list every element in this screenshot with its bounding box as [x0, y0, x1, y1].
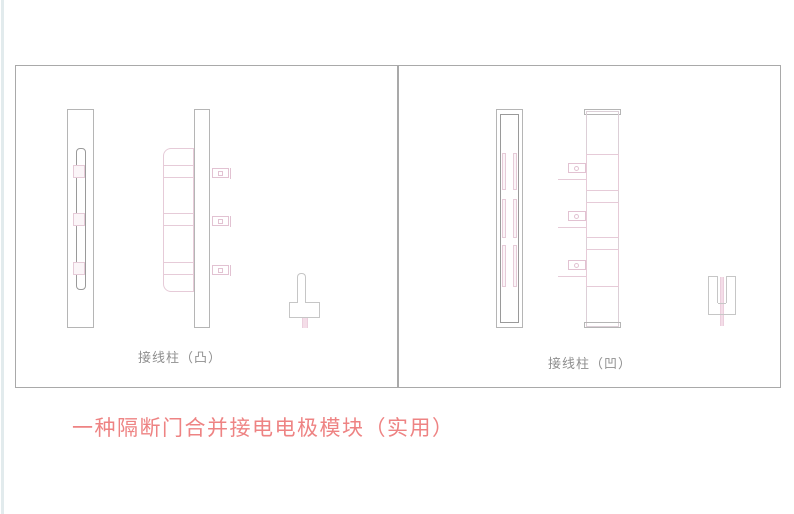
clip-shelf-line [558, 227, 586, 228]
clip-tick [230, 168, 231, 179]
contact-strip [502, 153, 506, 190]
socket-cell [586, 154, 619, 191]
clip-contact-square [218, 268, 223, 273]
socket-cell [586, 202, 619, 238]
clip-tick [230, 265, 231, 276]
contact-strip [513, 153, 517, 190]
left-edge-line [1, 0, 4, 514]
contact-square [73, 262, 85, 275]
plug-pin-base [289, 302, 320, 318]
plug-pin-stub [302, 317, 308, 328]
terminal-clip [568, 211, 586, 221]
contact-strip [513, 245, 517, 287]
clip-contact-square [218, 171, 223, 176]
terminal-clip [568, 260, 586, 270]
bracket-column [194, 109, 210, 328]
panel-divider [397, 66, 399, 387]
panel-caption-convex: 接线柱（凸） [137, 350, 222, 365]
terminal-clip [568, 163, 586, 173]
clip-tick [230, 216, 231, 227]
fork-base [708, 303, 736, 315]
terminal-clip [212, 168, 229, 178]
terminal-clip [212, 216, 229, 226]
plug-pin-stem [297, 273, 306, 303]
clip-contact-dot [574, 263, 579, 268]
contact-square [73, 165, 85, 178]
contact-band [163, 213, 194, 226]
clip-contact-square [218, 219, 223, 224]
panel-caption-concave: 接线柱（凹） [547, 356, 632, 371]
contact-strip [502, 199, 506, 238]
fork-notch-bottom [718, 303, 726, 304]
terminal-clip [212, 265, 229, 275]
contact-square [73, 213, 85, 226]
socket-outline [496, 109, 523, 328]
rod-outline [67, 109, 94, 328]
fork-left-prong [708, 276, 718, 303]
clip-shelf-line [558, 179, 586, 180]
drawing-title: 一种隔断门合并接电电极模块（实用） [72, 417, 455, 440]
contact-band [163, 165, 194, 178]
fork-socket-pin [720, 277, 724, 326]
clip-shelf-line [558, 276, 586, 277]
socket-bracket-top-cap [584, 109, 621, 115]
fork-right-prong [726, 276, 736, 303]
socket-core [500, 114, 519, 323]
clip-contact-dot [574, 166, 579, 171]
socket-bracket-bottom-cap [584, 322, 621, 328]
socket-cell [586, 249, 619, 287]
contact-strip [513, 199, 517, 238]
contact-strip [502, 245, 506, 287]
contact-band [163, 262, 194, 275]
clip-contact-dot [574, 214, 579, 219]
